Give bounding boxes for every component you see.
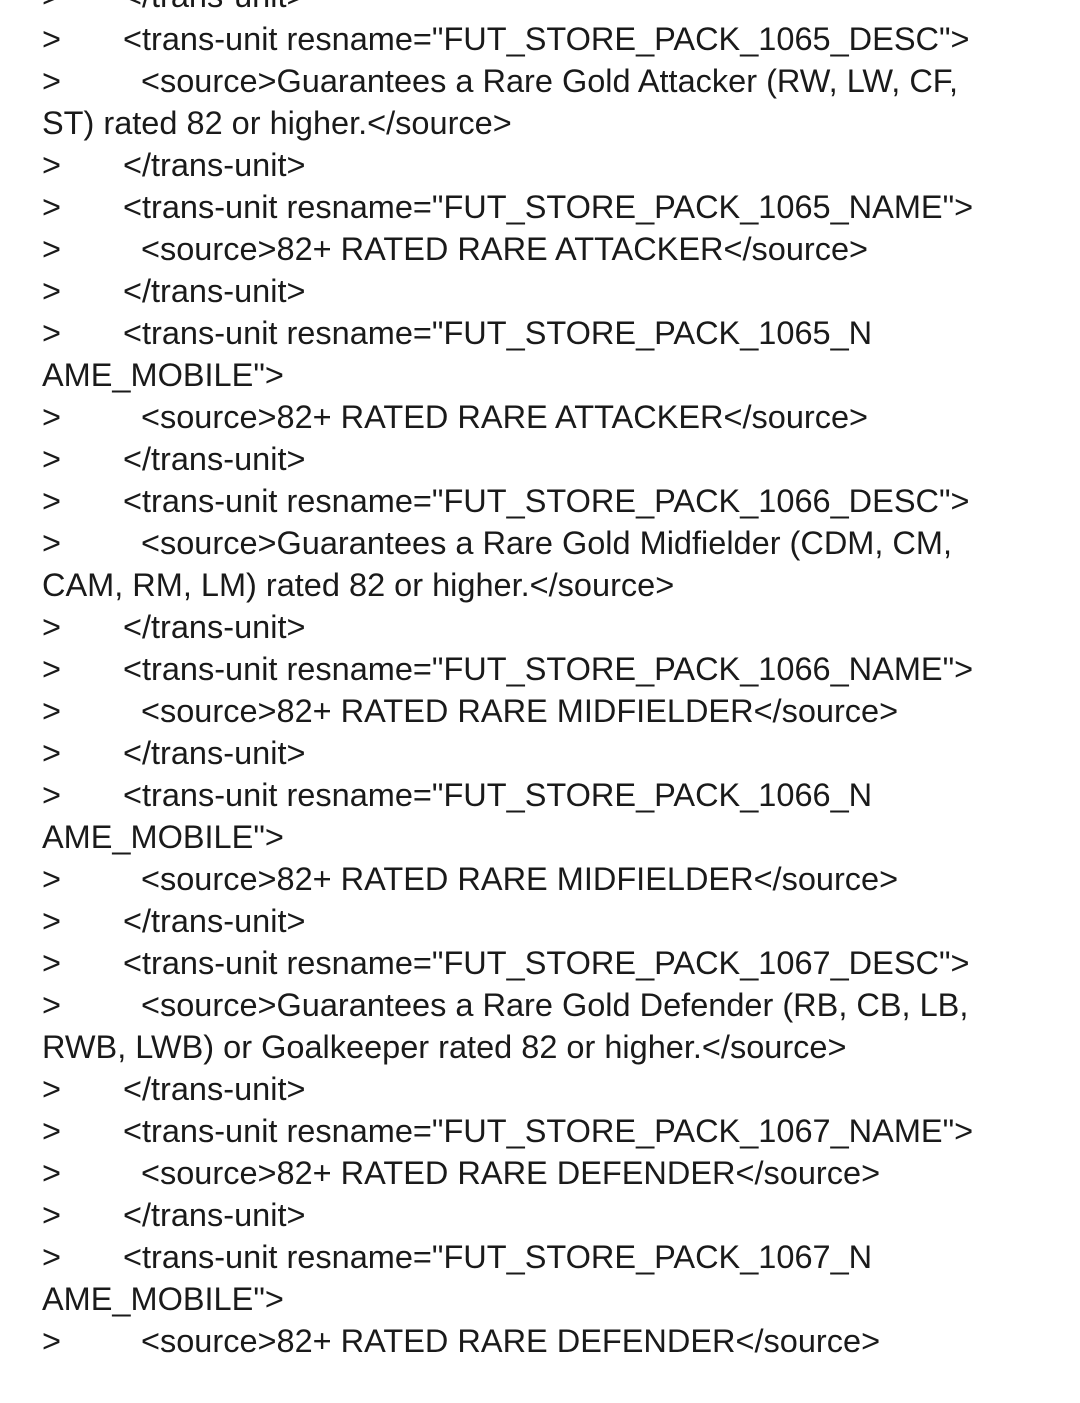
quote-marker: > [42, 735, 61, 771]
quote-marker: > [42, 1155, 61, 1191]
line-text: <trans-unit resname="FUT_STORE_PACK_1066… [123, 483, 970, 519]
line-text: </trans-unit> [123, 147, 306, 183]
quote-marker: > [42, 189, 61, 225]
quote-marker: > [42, 861, 61, 897]
quote-marker: > [42, 441, 61, 477]
line-text: <trans-unit resname="FUT_STORE_PACK_1065… [123, 189, 974, 225]
quote-marker: > [42, 651, 61, 687]
quote-marker: > [42, 693, 61, 729]
line-text: <source>Guarantees a Rare Gold Defender … [141, 987, 969, 1023]
line-text: AME_MOBILE"> [42, 1281, 284, 1317]
quote-marker: > [42, 525, 61, 561]
line-text: ST) rated 82 or higher.</source> [42, 105, 512, 141]
quote-marker: > [42, 399, 61, 435]
quote-marker: > [42, 1113, 61, 1149]
quote-marker: > [42, 1197, 61, 1233]
line-text: <source>Guarantees a Rare Gold Midfielde… [141, 525, 953, 561]
line-text: <trans-unit resname="FUT_STORE_PACK_1065… [123, 21, 970, 57]
quote-marker: > [42, 1323, 61, 1359]
line-text: <source>82+ RATED RARE DEFENDER</source> [141, 1155, 881, 1191]
quote-marker: > [42, 903, 61, 939]
quote-marker: > [42, 231, 61, 267]
line-text: </trans-unit> [123, 903, 306, 939]
line-text: </trans-unit> [123, 441, 306, 477]
quote-marker: > [42, 777, 61, 813]
quote-marker: > [42, 1239, 61, 1275]
line-text: </trans-unit> [123, 1197, 306, 1233]
line-text: <source>82+ RATED RARE MIDFIELDER</sourc… [141, 693, 899, 729]
line-text: <source>82+ RATED RARE ATTACKER</source> [141, 399, 869, 435]
line-text: <trans-unit resname="FUT_STORE_PACK_1067… [123, 945, 970, 981]
quote-marker: > [42, 63, 61, 99]
quote-marker: > [42, 273, 61, 309]
line-text: <trans-unit resname="FUT_STORE_PACK_1066… [123, 777, 873, 813]
line-text: </trans-unit> [123, 0, 305, 17]
line-text: </trans-unit> [123, 1071, 306, 1107]
quote-marker: > [42, 147, 61, 183]
line-text: </trans-unit> [123, 735, 306, 771]
line-text: AME_MOBILE"> [42, 819, 284, 855]
line-text: <source>82+ RATED RARE ATTACKER</source> [141, 231, 869, 267]
quote-marker: > [42, 1071, 61, 1107]
line-text: </trans-unit> [123, 273, 306, 309]
line-text: RWB, LWB) or Goalkeeper rated 82 or high… [42, 1029, 847, 1065]
line-text: <source>Guarantees a Rare Gold Attacker … [141, 63, 959, 99]
line-text: <trans-unit resname="FUT_STORE_PACK_1067… [123, 1113, 974, 1149]
line-text: <trans-unit resname="FUT_STORE_PACK_1065… [123, 315, 873, 351]
quote-marker: > [42, 315, 61, 351]
line-text: AME_MOBILE"> [42, 357, 284, 393]
line-text: <trans-unit resname="FUT_STORE_PACK_1066… [123, 651, 974, 687]
quote-marker: > [42, 0, 61, 17]
line-text: <trans-unit resname="FUT_STORE_PACK_1067… [123, 1239, 873, 1275]
quote-marker: > [42, 483, 61, 519]
quote-marker: > [42, 609, 61, 645]
line-text: </trans-unit> [123, 609, 306, 645]
quote-marker: > [42, 945, 61, 981]
line-text: <source>82+ RATED RARE DEFENDER</source> [141, 1323, 881, 1359]
quote-marker: > [42, 21, 61, 57]
quote-marker: > [42, 987, 61, 1023]
line-text: CAM, RM, LM) rated 82 or higher.</source… [42, 567, 675, 603]
line-text: <source>82+ RATED RARE MIDFIELDER</sourc… [141, 861, 899, 897]
